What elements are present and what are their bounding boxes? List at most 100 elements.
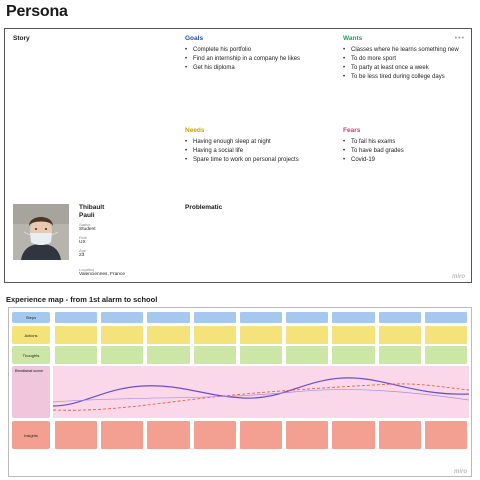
fears-list: •To fail his exams • To have bad grades •… bbox=[343, 138, 471, 165]
emotional-curve-row-label: Emotional curve bbox=[12, 366, 50, 418]
story-title: Story bbox=[13, 35, 30, 42]
list-item: • Having a social life bbox=[185, 147, 335, 156]
list-item-text: Complete his portfolio bbox=[193, 47, 252, 53]
bullet-icon: • bbox=[185, 148, 188, 154]
story-paragraph bbox=[13, 46, 181, 52]
actions-cell bbox=[55, 326, 98, 344]
goals-list: • Complete his portfolio • Find an interns… bbox=[185, 46, 335, 73]
list-item: • Get his diploma bbox=[185, 64, 335, 73]
page-title: Persona bbox=[6, 3, 68, 20]
emotional-curve-label: Emotional curve bbox=[15, 369, 43, 373]
thoughts-cell bbox=[286, 346, 329, 364]
bullet-icon: • bbox=[185, 56, 188, 62]
actions-cell bbox=[378, 326, 421, 344]
fears-card: Fears •To fail his exams • To have bad gr… bbox=[343, 127, 471, 165]
bullet-icon: • bbox=[185, 47, 188, 53]
status-value: Student bbox=[79, 227, 96, 232]
list-item-text: Having a social life bbox=[193, 148, 244, 154]
list-item-text: Having enough sleep at night bbox=[193, 139, 271, 145]
first-name: Thibault bbox=[79, 204, 105, 211]
list-item-text: Get his diploma bbox=[193, 65, 235, 71]
insights-cell bbox=[424, 421, 467, 449]
steps-row-label: Steps bbox=[12, 312, 50, 323]
list-item-text: To be less tired during college days bbox=[351, 74, 445, 80]
steps-cell bbox=[424, 312, 467, 323]
goals-card: Goals • Complete his portfolio • Find an i… bbox=[185, 35, 335, 73]
list-item-text: Covid-19 bbox=[351, 157, 376, 163]
location-value: Valenciennes, France bbox=[79, 272, 126, 277]
insights-cell bbox=[378, 421, 421, 449]
bullet-icon: • bbox=[343, 47, 346, 53]
insights-cell bbox=[101, 421, 144, 449]
person-with-mask-icon bbox=[13, 204, 69, 260]
steps-cell bbox=[147, 312, 190, 323]
needs-card: Needs • Having enough sleep at night • Hav… bbox=[185, 127, 335, 165]
list-item: • To be less tired during college days bbox=[343, 73, 471, 82]
bullet-icon: • bbox=[343, 139, 346, 145]
persona-photo bbox=[13, 204, 69, 260]
actions-cell bbox=[101, 326, 144, 344]
role-label: Role bbox=[79, 235, 88, 240]
insights-cell bbox=[55, 421, 98, 449]
profile-card: Thibault Pauli Status Student Role UX Ag… bbox=[13, 204, 181, 280]
steps-cell bbox=[286, 312, 329, 323]
story-paragraph bbox=[13, 68, 181, 74]
last-name: Pauli bbox=[79, 212, 95, 219]
thoughts-cell bbox=[193, 346, 236, 364]
list-item-text: Spare time to work on personal projects bbox=[193, 157, 299, 163]
list-item: • Spare time to work on personal projects bbox=[185, 156, 335, 165]
wants-title: Wants bbox=[343, 35, 363, 42]
emotional-curve-chart bbox=[53, 377, 469, 411]
bullet-icon: • bbox=[343, 65, 346, 71]
profile-info: Thibault Pauli Status Student Role UX Ag… bbox=[79, 204, 179, 278]
list-item: • Find an internship in a company he like… bbox=[185, 55, 335, 64]
actions-cell bbox=[286, 326, 329, 344]
miro-watermark: miro bbox=[453, 469, 467, 475]
bullet-icon: • bbox=[343, 74, 346, 80]
steps-cell bbox=[332, 312, 375, 323]
emotion-curve-tertiary bbox=[53, 389, 469, 403]
actions-cell bbox=[424, 326, 467, 344]
thoughts-row-label: Thoughts bbox=[12, 346, 50, 364]
age-value: 23 bbox=[79, 253, 85, 258]
bullet-icon: • bbox=[185, 65, 188, 71]
thoughts-cell bbox=[147, 346, 190, 364]
thoughts-cell bbox=[424, 346, 467, 364]
status-label: Status bbox=[79, 222, 91, 227]
list-item-text: To do more sport bbox=[351, 56, 397, 62]
steps-cell bbox=[239, 312, 283, 323]
bullet-icon: • bbox=[185, 157, 188, 163]
list-item: • To have bad grades bbox=[343, 147, 471, 156]
fears-title: Fears bbox=[343, 127, 361, 134]
needs-list: • Having enough sleep at night • Having a … bbox=[185, 138, 335, 165]
needs-title: Needs bbox=[185, 127, 205, 134]
insights-cell bbox=[147, 421, 190, 449]
steps-cell bbox=[101, 312, 144, 323]
steps-cell bbox=[55, 312, 98, 323]
thoughts-cell bbox=[332, 346, 375, 364]
thoughts-cell bbox=[378, 346, 421, 364]
list-item: • Classes where he learns something new bbox=[343, 46, 471, 55]
bullet-icon: • bbox=[343, 157, 346, 163]
list-item: •To do more sport bbox=[343, 55, 471, 64]
goals-title: Goals bbox=[185, 35, 204, 42]
list-item-text: Classes where he learns something new bbox=[351, 47, 459, 53]
list-item-text: To have bad grades bbox=[351, 148, 404, 154]
more-options-icon[interactable]: ••• bbox=[454, 35, 465, 42]
bullet-icon: • bbox=[343, 148, 346, 154]
problematic-title: Problematic bbox=[185, 204, 223, 211]
list-item: •To fail his exams bbox=[343, 138, 471, 147]
insights-cell bbox=[332, 421, 375, 449]
actions-cell bbox=[193, 326, 236, 344]
list-item: • Complete his portfolio bbox=[185, 46, 335, 55]
location-label: Location bbox=[79, 267, 95, 272]
thoughts-cell bbox=[101, 346, 144, 364]
list-item-text: Find an internship in a company he likes bbox=[193, 56, 301, 62]
actions-cell bbox=[332, 326, 375, 344]
wants-list: • Classes where he learns something new •… bbox=[343, 46, 471, 82]
miro-watermark: miro bbox=[451, 274, 465, 280]
insights-cell bbox=[193, 421, 236, 449]
actions-cell bbox=[239, 326, 283, 344]
list-item-text: To party at least once a week bbox=[351, 65, 429, 71]
experience-map-title: Experience map - from 1st alarm to schoo… bbox=[6, 295, 158, 304]
